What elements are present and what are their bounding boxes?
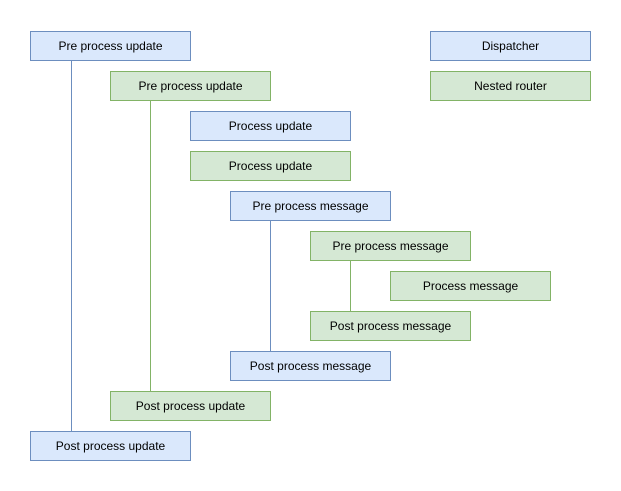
node-nested-router-pre-process-message: Pre process message	[310, 231, 471, 261]
legend-label: Nested router	[474, 79, 547, 93]
node-label: Post process message	[249, 359, 372, 373]
node-dispatcher-post-process-message: Post process message	[230, 351, 391, 381]
node-label: Pre process update	[138, 79, 243, 93]
node-dispatcher-pre-process-message: Pre process message	[230, 191, 391, 221]
legend-nested-router: Nested router	[430, 71, 591, 101]
node-label: Process update	[228, 159, 313, 173]
node-label: Post process message	[329, 319, 452, 333]
connector-dispatcher-update-lifeline	[71, 61, 72, 431]
legend-dispatcher: Dispatcher	[430, 31, 591, 61]
connector-nested-router-update-lifeline	[150, 101, 151, 391]
node-dispatcher-post-process-update: Post process update	[30, 431, 191, 461]
node-label: Pre process message	[252, 199, 369, 213]
node-label: Post process update	[135, 399, 246, 413]
node-nested-router-process-message: Process message	[390, 271, 551, 301]
node-label: Pre process update	[58, 39, 163, 53]
connector-dispatcher-message-lifeline	[270, 221, 271, 351]
node-dispatcher-pre-process-update: Pre process update	[30, 31, 191, 61]
node-nested-router-post-process-update: Post process update	[110, 391, 271, 421]
node-label: Pre process message	[332, 239, 449, 253]
node-nested-router-pre-process-update: Pre process update	[110, 71, 271, 101]
node-nested-router-process-update: Process update	[190, 151, 351, 181]
connector-nested-router-message-lifeline	[350, 261, 351, 311]
node-label: Post process update	[55, 439, 166, 453]
node-label: Process message	[422, 279, 519, 293]
node-label: Process update	[228, 119, 313, 133]
node-dispatcher-process-update: Process update	[190, 111, 351, 141]
node-nested-router-post-process-message: Post process message	[310, 311, 471, 341]
legend-label: Dispatcher	[481, 39, 540, 53]
